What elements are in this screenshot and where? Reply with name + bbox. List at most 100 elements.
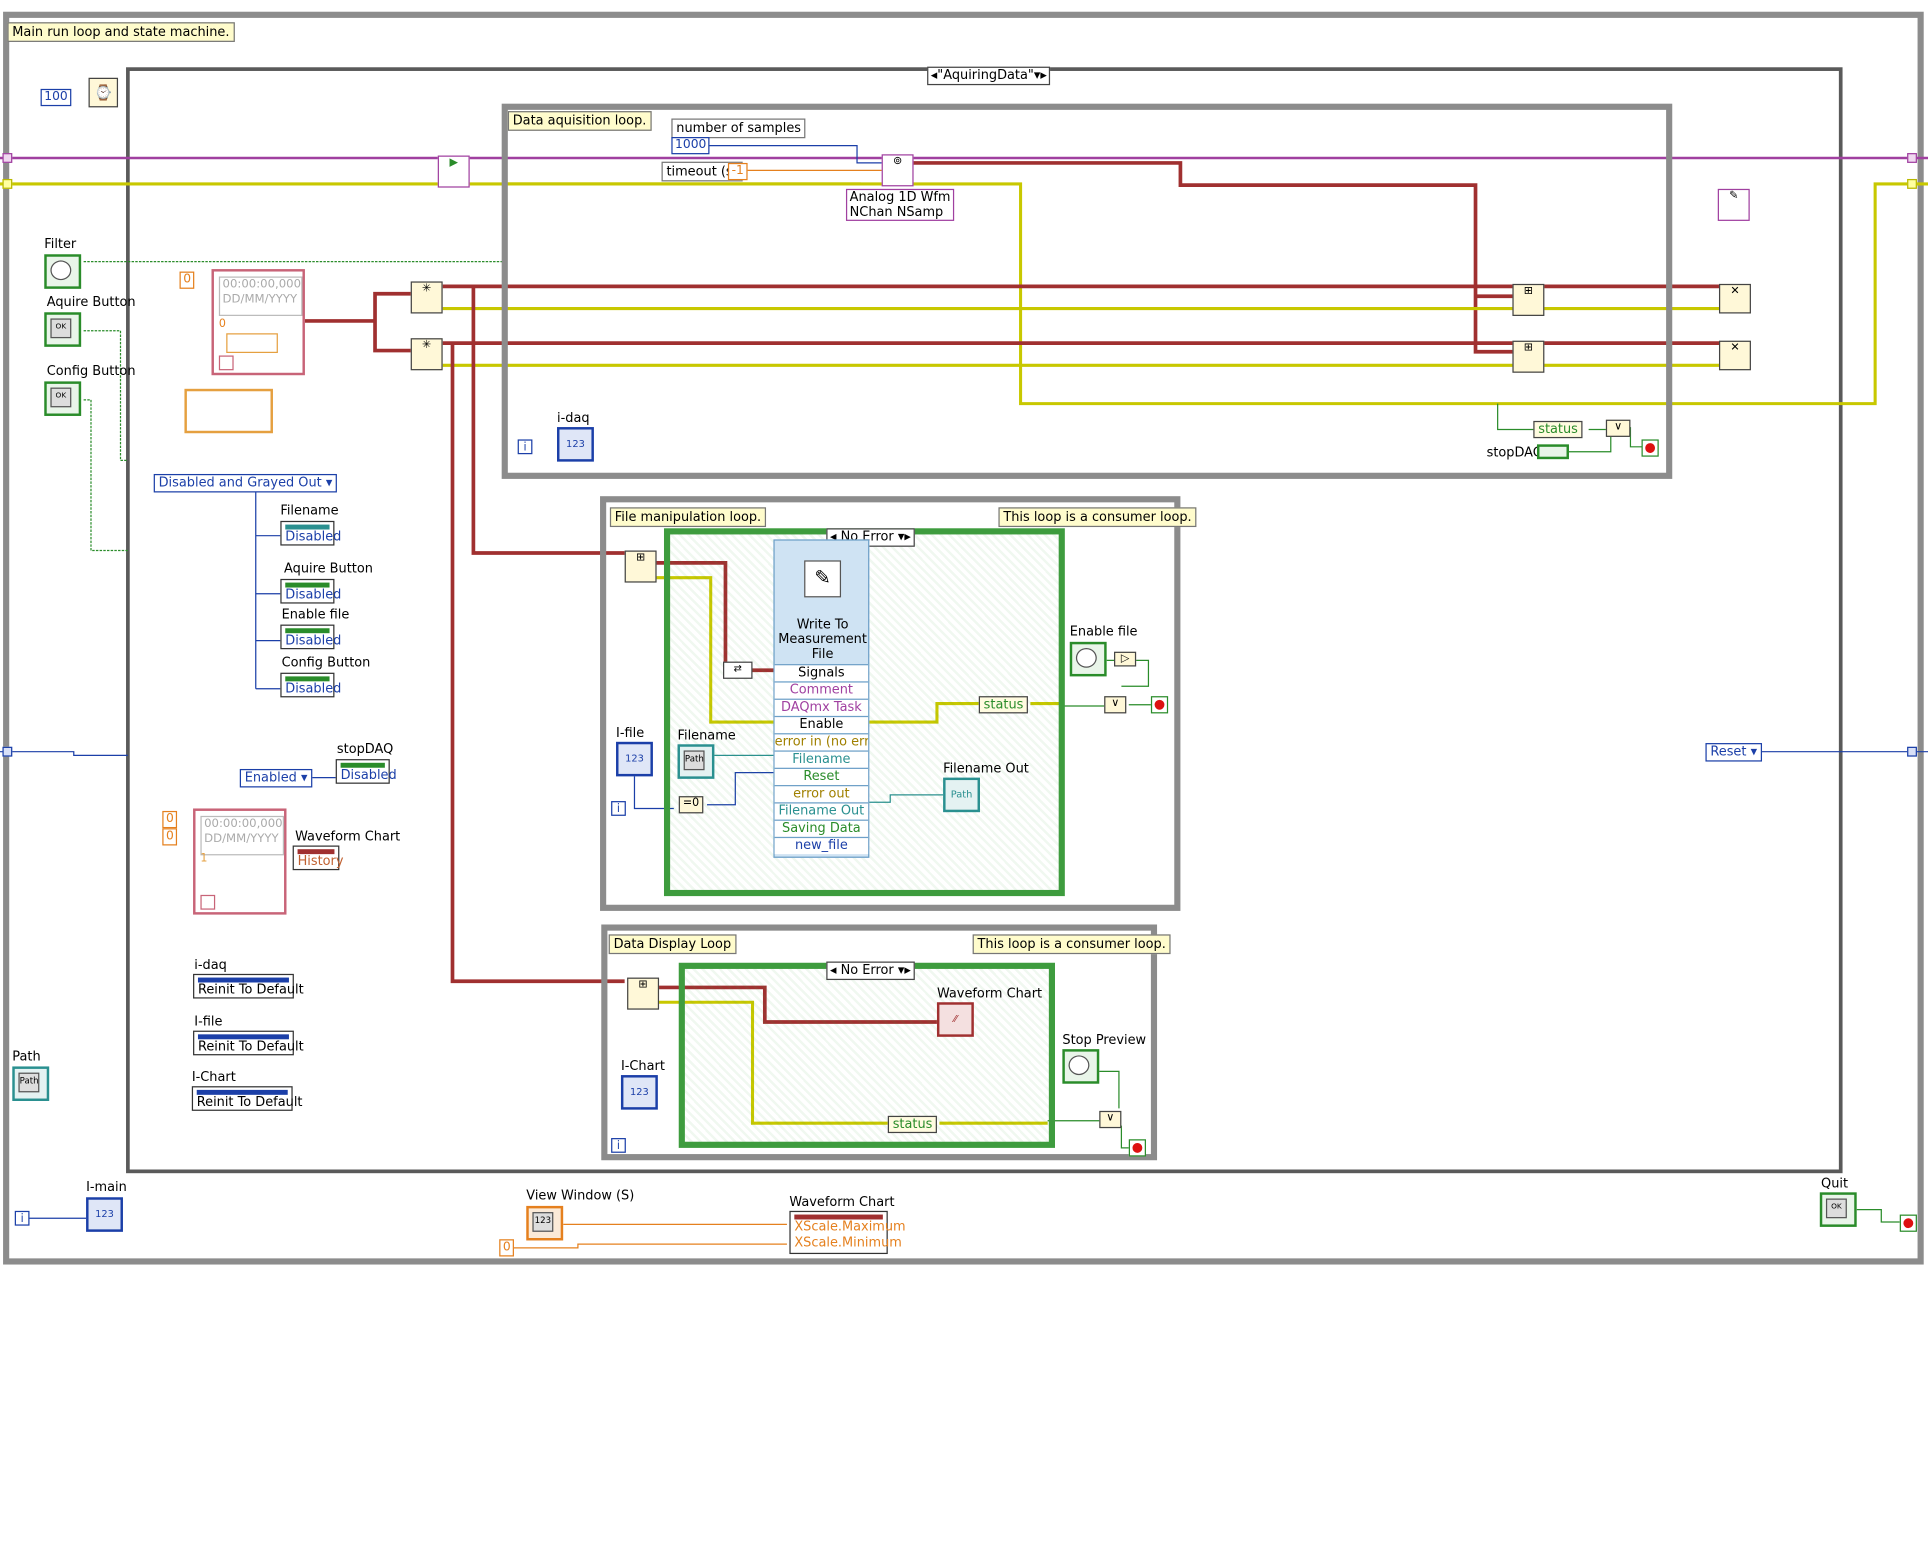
timeout-constant[interactable]: -1: [727, 162, 748, 181]
stopdaq-control[interactable]: [1537, 444, 1569, 460]
cluster-zero-constant-3[interactable]: 0: [162, 828, 178, 846]
display-stop-icon[interactable]: [1128, 1139, 1146, 1157]
term-filename[interactable]: Filename: [774, 750, 869, 768]
wait-ms-constant[interactable]: 100: [40, 88, 72, 107]
filename-out-indicator[interactable]: Path: [943, 777, 980, 813]
prop-enable-file-label: Enable file: [281, 607, 350, 623]
main-loop-comment: Main run loop and state machine.: [7, 22, 235, 42]
prop-aquire-label: Aquire Button: [284, 561, 373, 577]
view-window-zero[interactable]: 0: [499, 1239, 515, 1257]
term-reset[interactable]: Reset: [774, 767, 869, 786]
daqmx-read-icon[interactable]: ⊚: [881, 154, 914, 187]
case-prev-arrow-icon[interactable]: ◂: [930, 67, 938, 83]
wait-ms-icon[interactable]: ⌚: [88, 77, 119, 108]
prop-config-node[interactable]: Disabled: [280, 672, 341, 698]
term-daqmx-task[interactable]: DAQmx Task: [774, 698, 869, 716]
i-main-indicator[interactable]: 123: [86, 1197, 123, 1232]
term-signals[interactable]: Signals: [774, 664, 869, 682]
prev-arrow-icon[interactable]: ◂: [829, 962, 837, 978]
display-error-selector[interactable]: ◂ No Error ▾▸: [826, 961, 915, 981]
enqueue-icon[interactable]: ⊞: [1512, 340, 1545, 373]
main-stop-icon[interactable]: [1899, 1214, 1917, 1232]
dropdown-icon[interactable]: ▾: [897, 529, 905, 545]
prop-ifile-reinit-node[interactable]: Reinit To Default: [193, 1030, 304, 1056]
prop-chart-history-node[interactable]: History: [292, 845, 344, 871]
error-wire-main: [0, 182, 1928, 406]
term-error-out[interactable]: error out: [774, 785, 869, 803]
prop-filename-node[interactable]: Disabled: [280, 520, 341, 546]
num-samples-label: number of samples: [671, 118, 806, 139]
term-saving-data[interactable]: Saving Data: [774, 819, 869, 837]
stop-preview-label: Stop Preview: [1062, 1033, 1147, 1048]
config-button-control[interactable]: OK: [44, 381, 82, 416]
chart-history-cluster[interactable]: 00:00:00,000 DD/MM/YYYY 1: [193, 808, 287, 915]
file-stop-icon[interactable]: [1150, 696, 1169, 714]
path-control[interactable]: Path: [12, 1066, 50, 1101]
daq-stop-icon[interactable]: [1641, 439, 1659, 457]
term-new-file[interactable]: new_file: [774, 836, 869, 855]
term-enable[interactable]: Enable: [774, 715, 869, 734]
dequeue-icon[interactable]: ⊞: [627, 977, 660, 1010]
case-next-arrow-icon[interactable]: ▸: [1040, 67, 1047, 83]
or-gate-icon[interactable]: ∨: [1099, 1110, 1122, 1129]
aquire-button-control[interactable]: OK: [44, 312, 82, 347]
xscale-property-node[interactable]: XScale.Maximum XScale.Minimum: [789, 1210, 906, 1255]
dropdown-icon[interactable]: ▾: [897, 962, 905, 978]
next-arrow-icon[interactable]: ▸: [904, 529, 911, 545]
prop-ichart-reinit-node[interactable]: Reinit To Default: [191, 1086, 302, 1111]
obtain-queue-icon[interactable]: ✳: [410, 281, 443, 314]
quit-control[interactable]: OK: [1819, 1192, 1857, 1227]
shift-register-right: [1907, 746, 1917, 757]
term-filename-out[interactable]: Filename Out: [774, 802, 869, 820]
prop-aquire-node[interactable]: Disabled: [280, 578, 341, 604]
enqueue-icon[interactable]: ⊞: [1512, 283, 1545, 316]
display-status-unbundle[interactable]: status: [887, 1115, 938, 1134]
waveform-chart-indicator[interactable]: ⁄⁄: [936, 1002, 974, 1037]
prop-enable-file-node[interactable]: Disabled: [280, 624, 341, 650]
to-dynamic-data-icon[interactable]: ⇄: [723, 661, 753, 679]
dequeue-icon[interactable]: ⊞: [624, 550, 657, 583]
enabled-enum[interactable]: Enabled ▾: [239, 768, 313, 788]
disabled-state-enum[interactable]: Disabled and Grayed Out ▾: [153, 473, 338, 493]
or-gate-icon[interactable]: ∨: [1605, 419, 1631, 437]
term-error-in[interactable]: error in (no error): [774, 733, 869, 751]
num-samples-constant[interactable]: 1000: [671, 137, 711, 155]
quit-label: Quit: [1821, 1176, 1849, 1192]
release-queue-icon[interactable]: ✕: [1718, 283, 1751, 314]
daqmx-start-icon[interactable]: ▶: [437, 155, 470, 188]
reset-enum[interactable]: Reset ▾: [1705, 743, 1762, 762]
prop-value: Reinit To Default: [197, 1039, 304, 1055]
case-dropdown-icon[interactable]: ▾: [1033, 67, 1041, 83]
filter-control[interactable]: [44, 254, 82, 289]
not-gate-icon[interactable]: ▷: [1114, 651, 1137, 667]
enable-file-control[interactable]: [1069, 641, 1107, 677]
cluster-zero-constant[interactable]: 0: [179, 271, 195, 289]
cluster-zero-constant-2[interactable]: 0: [162, 810, 178, 829]
i-file-indicator[interactable]: 123: [616, 741, 653, 777]
write-measurement-file-vi[interactable]: ✎ Write To Measurement File Signals Comm…: [773, 539, 870, 858]
prop-stopdaq-node[interactable]: Disabled: [335, 759, 397, 784]
file-status-unbundle[interactable]: status: [978, 696, 1029, 714]
obtain-queue-icon[interactable]: ✳: [410, 338, 443, 371]
next-arrow-icon[interactable]: ▸: [904, 962, 911, 978]
stop-preview-control[interactable]: [1062, 1049, 1100, 1084]
waveform-chart-label: Waveform Chart: [936, 986, 1043, 1002]
array-constant[interactable]: [184, 388, 273, 434]
daq-status-unbundle[interactable]: status: [1533, 420, 1583, 439]
compare-icon[interactable]: =0: [678, 796, 704, 814]
release-queue-icon[interactable]: ✕: [1718, 340, 1751, 371]
queue-cluster-constant[interactable]: 00:00:00,000 DD/MM/YYYY 0: [211, 269, 305, 376]
i-chart-indicator[interactable]: 123: [620, 1075, 658, 1110]
prop-idaq-reinit-node[interactable]: Reinit To Default: [193, 973, 304, 999]
view-window-control[interactable]: 123: [526, 1205, 564, 1241]
term-comment[interactable]: Comment: [774, 681, 869, 699]
filter-label: Filter: [44, 236, 77, 252]
daqmx-read-selector[interactable]: Analog 1D Wfm NChan NSamp: [845, 188, 955, 221]
case-selector[interactable]: ◂"AquiringData"▾▸: [927, 66, 1051, 86]
prev-arrow-icon[interactable]: ◂: [829, 529, 837, 545]
prop-chart-label: Waveform Chart: [295, 829, 401, 845]
i-daq-indicator[interactable]: 123: [557, 427, 594, 462]
daqmx-clear-icon[interactable]: ✎: [1717, 188, 1750, 221]
filename-control[interactable]: Path: [677, 744, 715, 779]
or-gate-icon[interactable]: ∨: [1104, 696, 1127, 714]
